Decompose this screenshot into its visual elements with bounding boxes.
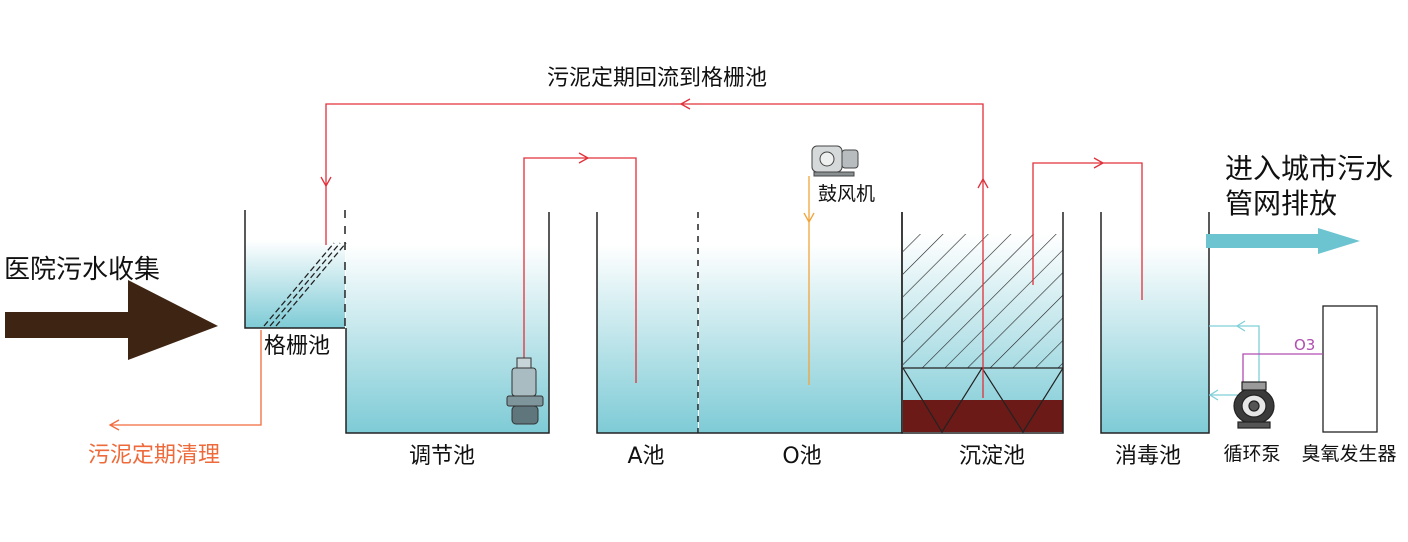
overflow-line-sed-to-disinfect <box>1032 157 1143 300</box>
blower-air-line <box>803 176 815 385</box>
sludge-layer <box>903 400 1063 432</box>
outlet-label-line2: 管网排放 <box>1225 187 1338 220</box>
blower-icon <box>811 145 859 177</box>
ozone-line <box>1242 353 1323 384</box>
pump-label: 循环泵 <box>1223 443 1281 465</box>
tank-label-oxic: O池 <box>782 444 822 469</box>
ozone-generator-box <box>1322 305 1378 433</box>
tank-label-sedimentation: 沉淀池 <box>958 444 1026 469</box>
outlet-label-line1: 进入城市污水 <box>1225 152 1394 185</box>
lift-line-equalization-to-a <box>523 152 637 383</box>
inlet-label: 医院污水收集 <box>4 255 161 285</box>
sludge-cleanup-label: 污泥定期清理 <box>88 443 221 468</box>
ozone-generator-label: 臭氧发生器 <box>1301 443 1397 465</box>
disinfection-tank <box>1100 212 1210 434</box>
inlet-arrow <box>5 280 218 360</box>
tank-label-anoxic: A池 <box>627 444 665 469</box>
circulation-line <box>1208 320 1260 401</box>
recycle-label: 污泥定期回流到格栅池 <box>547 66 768 91</box>
sludge-cleanup-line <box>108 330 262 431</box>
submersible-pump-icon <box>506 357 544 425</box>
tank-label-equalization: 调节池 <box>408 444 476 469</box>
tank-label-disinfection: 消毒池 <box>1114 444 1182 469</box>
grid-tank <box>244 210 347 329</box>
blower-label: 鼓风机 <box>818 183 876 205</box>
anoxic-tank <box>596 212 699 434</box>
outlet-arrow <box>1206 228 1360 254</box>
recycle-line <box>320 98 989 398</box>
oxic-tank <box>698 212 903 434</box>
tank-label-grid: 格栅池 <box>263 334 331 359</box>
ozone-label: O3 <box>1294 336 1316 354</box>
screen-bars <box>263 242 347 327</box>
circulation-pump-icon <box>1233 381 1275 429</box>
